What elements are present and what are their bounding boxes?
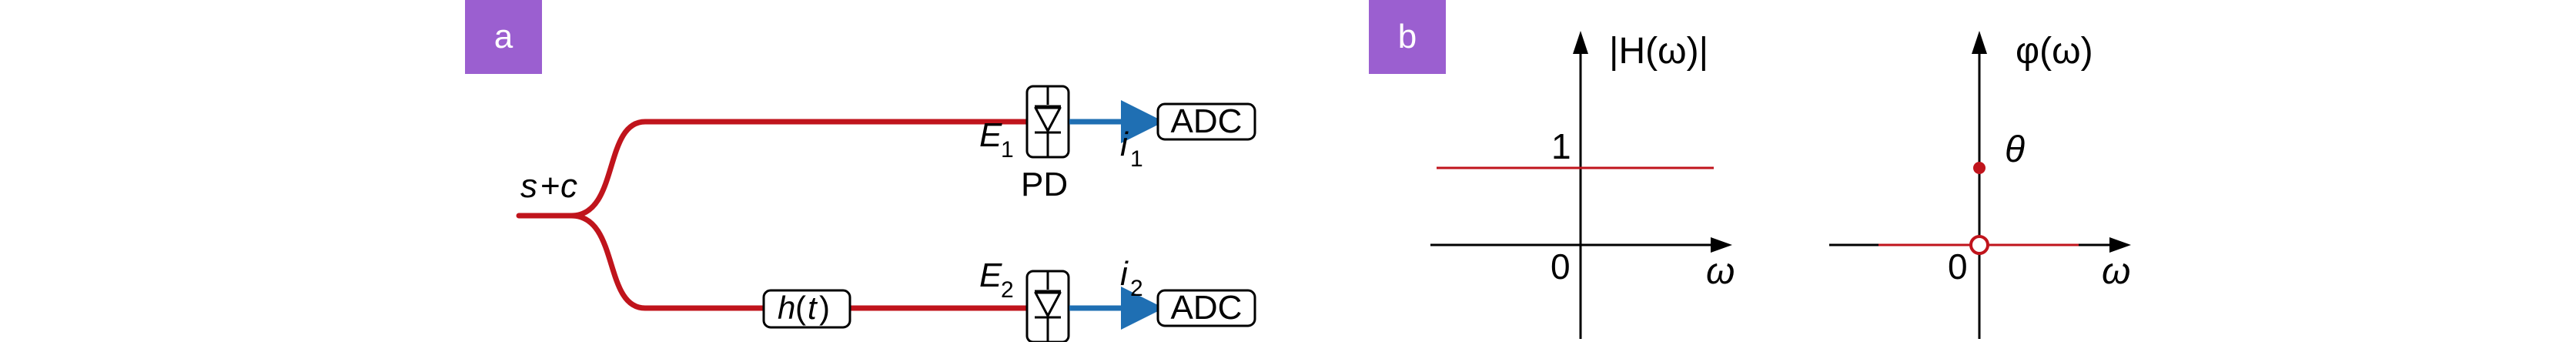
photodiode-icon — [1025, 270, 1070, 342]
panel-tag-a-text: a — [493, 18, 514, 55]
detector-label: PD — [1021, 166, 1068, 203]
filter-label-h: h — [778, 290, 795, 326]
input-label-plus: + — [540, 167, 560, 205]
magnitude-origin-label: 0 — [1551, 246, 1571, 287]
magnitude-level-label: 1 — [1551, 126, 1571, 166]
input-label-s: s — [520, 167, 537, 205]
phase-y-arrowhead — [1972, 31, 1987, 54]
adc-label-lower: ADC — [1171, 289, 1243, 327]
field-label-lower: E — [979, 256, 1002, 294]
phase-x-arrowhead — [2109, 237, 2131, 253]
phase-theta-point — [1973, 162, 1986, 174]
upper-fiber-branch — [568, 119, 1029, 219]
field-label-upper-sub: 1 — [1001, 137, 1014, 163]
setup-diagram: s + c h ( t ) E 1 E 2 PD — [516, 85, 1256, 342]
magnitude-xlabel: ω — [1706, 251, 1735, 292]
filter-label-t: t — [808, 290, 818, 326]
phase-origin-label: 0 — [1948, 246, 1968, 287]
adc-label-upper: ADC — [1171, 102, 1243, 140]
magnitude-y-arrowhead — [1573, 31, 1588, 54]
adc-block-icon: ADC — [1156, 102, 1256, 141]
input-label-c: c — [560, 167, 577, 205]
filter-label-close: ) — [819, 290, 830, 326]
phase-xlabel: ω — [2102, 251, 2130, 292]
phase-plot: φ(ω) ω 0 θ — [1829, 31, 2131, 339]
panel-tag-b-text: b — [1397, 18, 1417, 55]
panel-tag-a: a — [465, 0, 542, 74]
current-label-lower-sub: 2 — [1130, 276, 1143, 301]
field-label-upper: E — [979, 116, 1002, 154]
magnitude-ylabel: |H(ω)| — [1609, 31, 1708, 72]
filter-label-open: ( — [795, 290, 806, 326]
phase-ylabel: φ(ω) — [2016, 31, 2093, 72]
panel-tag-b: b — [1369, 0, 1446, 74]
phase-origin-open-point — [1969, 235, 1989, 255]
magnitude-plot: |H(ω)| ω 0 1 — [1430, 31, 1735, 339]
current-label-lower: i — [1120, 255, 1129, 293]
filter-box — [762, 289, 851, 329]
lower-fiber-branch — [568, 213, 1029, 311]
current-label-upper-sub: 1 — [1130, 146, 1143, 172]
adc-block-icon: ADC — [1156, 289, 1256, 327]
phase-marker-label: θ — [2005, 129, 2025, 170]
field-label-lower-sub: 2 — [1001, 277, 1014, 303]
magnitude-x-arrowhead — [1711, 237, 1732, 253]
current-label-upper: i — [1120, 126, 1129, 163]
photodiode-icon — [1025, 85, 1070, 159]
